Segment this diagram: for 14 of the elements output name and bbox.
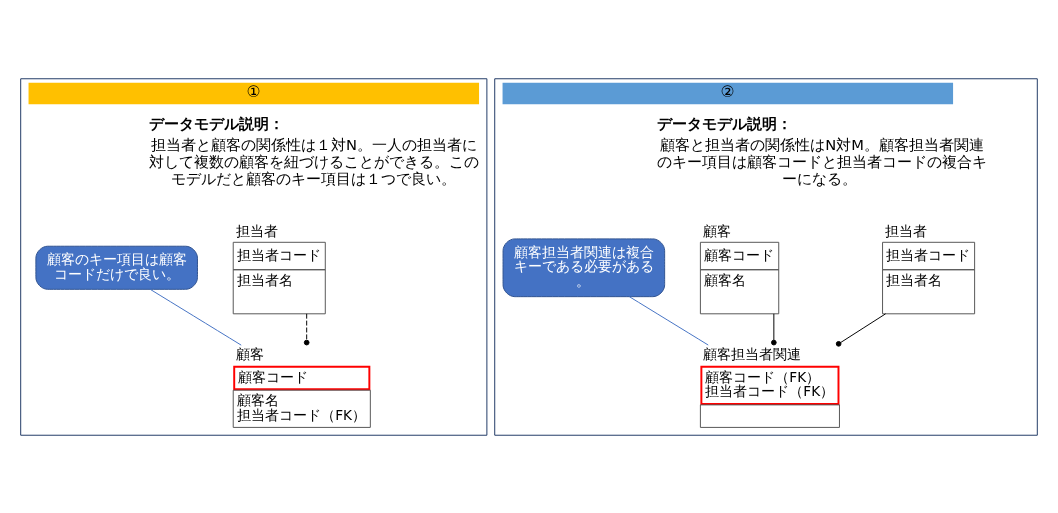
connector	[303, 312, 310, 345]
node-box: 顧客担当者関連は複合キーである必要がある。	[502, 237, 666, 297]
node-label: 顧客	[236, 345, 265, 362]
node-box: 顧客のキー項目は顧客コードだけで良い。	[35, 245, 198, 290]
connector	[628, 295, 709, 346]
connector	[771, 312, 777, 345]
node-label: 顧客	[703, 222, 732, 239]
node-label: 担当者	[236, 222, 279, 239]
connector	[835, 312, 887, 347]
node-text: データモデル説明： 顧客と担当者の関係性はN対M。顧客担当者関連のキー項目は顧客コードと担当者コードの複合キーになる。	[657, 114, 988, 187]
node-text: データモデル説明： 担当者と顧客の関係性は１対N。一人の担当者に対して複数の顧客を紐づけることができる。このモデルだと顧客のキー項目は１つで良い。	[149, 114, 479, 187]
node-label: 担当者	[885, 222, 928, 239]
node-label: 顧客担当者関連	[703, 345, 802, 362]
connector	[149, 288, 242, 346]
